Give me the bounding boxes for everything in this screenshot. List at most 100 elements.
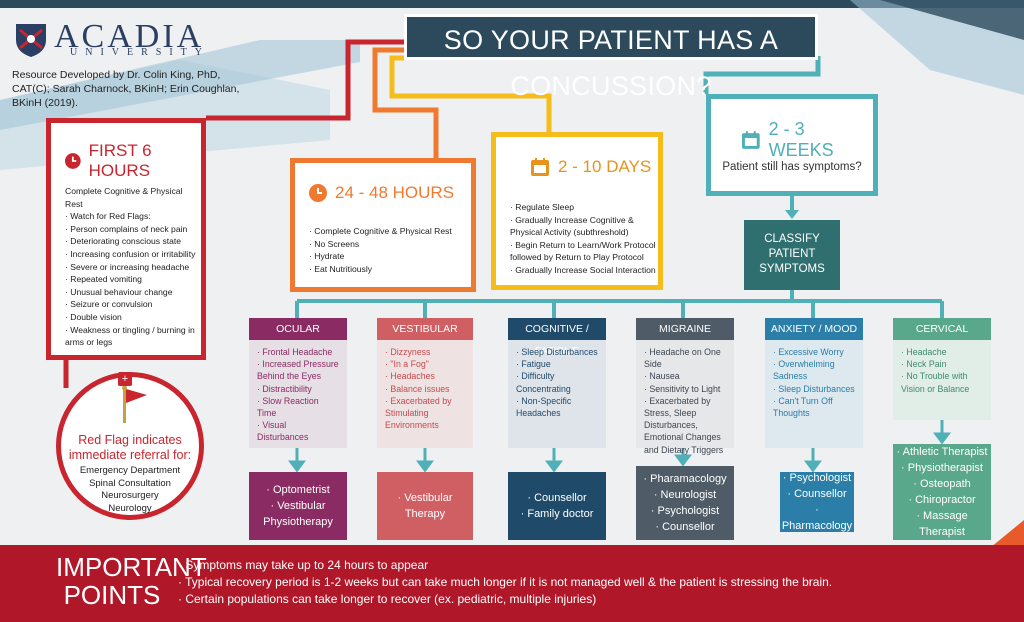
symptom-list: Excessive Worry Overwhelming Sadness Sle…: [773, 346, 855, 419]
list-item: Increasing confusion or irritability: [65, 248, 199, 261]
first-6-hours-title: FIRST 6 HOURS: [88, 141, 152, 180]
swiss-cross-icon: +: [118, 372, 132, 386]
important-title-line-2: POINTS: [63, 580, 161, 610]
list-item: Typical recovery period is 1-2 weeks but…: [178, 574, 832, 591]
days-2-10-title: 2 - 10 DAYS: [558, 157, 652, 176]
list-item: Person complains of neck pain: [65, 223, 199, 236]
list-item: Slow Reaction Time: [257, 395, 339, 419]
list-item: Sleep Disturbances: [516, 346, 598, 358]
category-title: ANXIETY / MOOD: [765, 318, 863, 340]
list-item: Can't Turn Off Thoughts: [773, 395, 855, 419]
category-title: OCULAR: [249, 318, 347, 340]
list-item: Nausea: [644, 370, 726, 382]
list-item: Neurosurgery: [101, 490, 159, 501]
red-flag-title-line-1: Red Flag indicates: [78, 433, 182, 447]
list-item: Sensitivity to Light: [644, 383, 726, 395]
list-item: Physiotherapist: [901, 460, 983, 476]
category-body: Sleep Disturbances Fatigue Difficulty Co…: [508, 340, 606, 425]
referral-migraine: Pharamacology Neurologist Psychologist C…: [636, 466, 734, 540]
logo-subtitle: UNIVERSITY: [70, 47, 210, 58]
clock-icon: [309, 184, 327, 202]
list-item: Exacerbated by Stimulating Environments: [385, 395, 465, 432]
list-item: Massage Therapist: [893, 508, 991, 540]
list-item: Excessive Worry: [773, 346, 855, 358]
list-item: Complete Cognitive & Physical Rest: [309, 225, 469, 238]
list-item: Eat Nutritiously: [309, 263, 469, 276]
list-item: Visual Disturbances: [257, 419, 339, 443]
classify-line-2: PATIENT: [768, 248, 816, 260]
list-item: No Trouble with Vision or Balance: [901, 370, 983, 394]
clock-icon: [65, 153, 81, 169]
category-body: Frontal Headache Increased Pressure Behi…: [249, 340, 347, 450]
list-item: Psychologist: [651, 503, 719, 519]
symptom-list: Frontal Headache Increased Pressure Behi…: [257, 346, 339, 444]
list-item: Headache on One Side: [644, 346, 726, 370]
list-item: Spinal Consultation: [89, 477, 171, 489]
red-flag-icon: [122, 385, 147, 423]
weeks-2-3-title: 2 - 3 WEEKS: [768, 119, 834, 160]
important-points-list: Symptoms may take up to 24 hours to appe…: [178, 557, 832, 608]
credit-text: Resource Developed by Dr. Colin King, Ph…: [12, 69, 240, 109]
category-title: MIGRAINE: [636, 318, 734, 340]
referral-ocular: Optometrist Vestibular Physiotherapy: [249, 472, 347, 540]
list-item: Increased Pressure Behind the Eyes: [257, 358, 339, 382]
list-item: Seizure or convulsion: [65, 298, 199, 311]
list-item: "In a Fog": [385, 358, 465, 370]
category-body: Headache on One Side Nausea Sensitivity …: [636, 340, 734, 462]
weeks-2-3-box: 2 - 3 WEEKS Patient still has symptoms?: [706, 94, 878, 196]
category-cognitive: COGNITIVE / FATIGUE Sleep Disturbances F…: [508, 318, 606, 448]
category-title: CERVICAL: [893, 318, 991, 340]
list-item: Balance issues: [385, 383, 465, 395]
days-2-10-box: 2 - 10 DAYS Regulate Sleep Gradually Inc…: [491, 132, 663, 290]
list-item: Headache: [901, 346, 983, 358]
important-title-line-1: IMPORTANT: [56, 552, 207, 582]
acadia-crest-icon: [14, 22, 48, 58]
list-item: Vestibular Physiotherapy: [249, 498, 347, 530]
list-item: Double vision: [65, 311, 199, 324]
category-vestibular: VESTIBULAR Dizzyness "In a Fog" Headache…: [377, 318, 473, 448]
list-item: Unusual behaviour change: [65, 286, 199, 299]
list-item: Osteopath: [913, 476, 971, 492]
referral-cervical: Athletic Therapist Physiotherapist Osteo…: [893, 444, 991, 540]
list-item: Psychologist: [783, 470, 851, 486]
page-title: SO YOUR PATIENT HAS A CONCUSSION?: [404, 14, 818, 101]
category-title: COGNITIVE / FATIGUE: [508, 318, 606, 357]
classify-line-3: SYMPTOMS: [759, 263, 825, 275]
list-item: Sleep Disturbances: [773, 383, 855, 395]
list-item: Pharmacology: [780, 502, 854, 534]
first-6-hours-box: FIRST 6 HOURS Complete Cognitive & Physi…: [46, 118, 206, 360]
list-item: Neck Pain: [901, 358, 983, 370]
list-item: Watch for Red Flags:: [65, 210, 199, 223]
category-body: Excessive Worry Overwhelming Sadness Sle…: [765, 340, 863, 425]
list-item: Regulate Sleep: [510, 201, 656, 214]
list-item: Dizzyness: [385, 346, 465, 358]
list-item: Symptoms may take up to 24 hours to appe…: [178, 557, 832, 574]
list-item: Emergency Department: [79, 465, 181, 476]
calendar-icon: [741, 131, 760, 149]
list-item: Gradually Increase Cognitive & Physical …: [510, 214, 656, 239]
list-item: Exacerbated by Stress, Sleep Disturbance…: [644, 395, 726, 456]
list-item: Family doctor: [521, 506, 593, 522]
list-item: Chiropractor: [908, 492, 976, 508]
red-flag-circle: Red Flag indicates immediate referral fo…: [56, 372, 204, 520]
classify-box: CLASSIFY PATIENT SYMPTOMS: [744, 220, 840, 290]
list-item: Non-Specific Headaches: [516, 395, 598, 419]
list-item: Counsellor: [655, 519, 715, 535]
red-flag-list: Emergency Department Spinal Consultation…: [61, 465, 199, 515]
list-item: Frontal Headache: [257, 346, 339, 358]
list-item: Certain populations can take longer to r…: [178, 591, 832, 608]
list-item: Deteriorating conscious state: [65, 235, 199, 248]
list-item: Weakness or tingling / burning in arms o…: [65, 324, 199, 349]
category-cervical: CERVICAL Headache Neck Pain No Trouble w…: [893, 318, 991, 420]
list-item: Headaches: [385, 370, 465, 382]
list-item: Complete Cognitive & Physical Rest: [65, 186, 183, 209]
red-flag-title-line-2: immediate referral for:: [68, 448, 192, 462]
referral-vestibular: Vestibular Therapy: [377, 472, 473, 540]
referral-cognitive: Counsellor Family doctor: [508, 472, 606, 540]
list-item: Gradually Increase Social Interaction: [510, 264, 656, 277]
category-title: VESTIBULAR: [377, 318, 473, 340]
red-flag-title: Red Flag indicates immediate referral fo…: [61, 433, 199, 463]
classify-line-1: CLASSIFY: [764, 233, 820, 245]
hours-24-48-list: Complete Cognitive & Physical Rest No Sc…: [309, 225, 469, 275]
